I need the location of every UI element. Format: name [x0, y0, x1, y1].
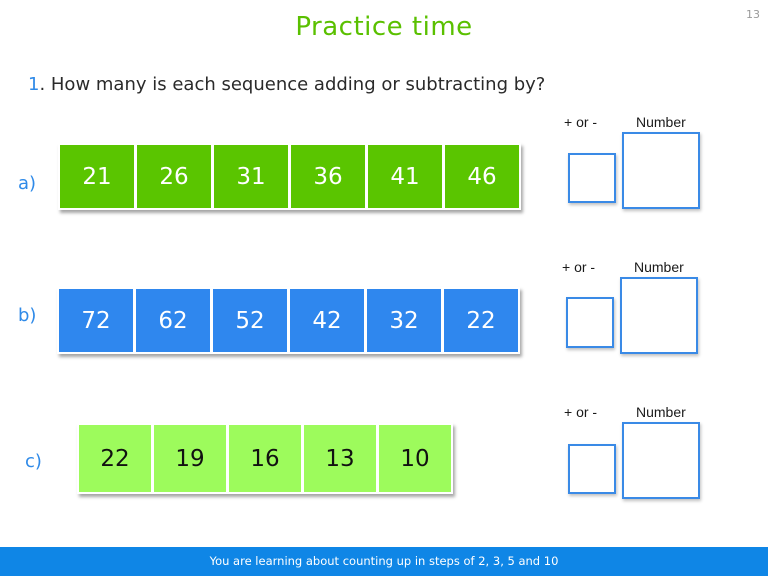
row-label-a: a) [18, 173, 37, 194]
number-answer-box-b[interactable] [620, 277, 698, 354]
sequence-cell: 41 [368, 145, 442, 208]
sequence-cell: 16 [229, 425, 301, 492]
question-text: . How many is each sequence adding or su… [39, 74, 546, 95]
number-label-c: Number [636, 404, 686, 420]
sequence-cell: 46 [445, 145, 519, 208]
sign-label-c: + or - [564, 404, 598, 420]
sign-answer-box-a[interactable] [568, 153, 616, 203]
row-label-c: c) [25, 451, 42, 472]
sign-answer-box-b[interactable] [566, 297, 614, 348]
question-prompt: 1. How many is each sequence adding or s… [28, 74, 545, 95]
sequence-cell: 13 [304, 425, 376, 492]
sign-answer-box-c[interactable] [568, 444, 616, 494]
page-number: 13 [746, 8, 760, 21]
sign-label-b: + or - [562, 259, 596, 275]
learning-objective-banner: You are learning about counting up in st… [0, 547, 768, 576]
sequence-cell: 31 [214, 145, 288, 208]
question-number: 1 [28, 74, 40, 95]
sequence-a: 21 26 31 36 41 46 [58, 143, 521, 210]
sequence-cell: 10 [379, 425, 451, 492]
sequence-cell: 19 [154, 425, 226, 492]
sequence-cell: 62 [136, 289, 210, 352]
number-label-a: Number [636, 114, 686, 130]
sequence-cell: 22 [79, 425, 151, 492]
number-answer-box-a[interactable] [622, 132, 700, 209]
slide-title: Practice time [295, 12, 473, 42]
sign-label-a: + or - [564, 114, 598, 130]
sequence-cell: 72 [59, 289, 133, 352]
sequence-cell: 22 [444, 289, 518, 352]
sequence-b: 72 62 52 42 32 22 [57, 287, 520, 354]
number-answer-box-c[interactable] [622, 422, 700, 499]
sequence-c: 22 19 16 13 10 [77, 423, 453, 494]
row-label-b: b) [18, 305, 37, 326]
sequence-cell: 42 [290, 289, 364, 352]
sequence-cell: 52 [213, 289, 287, 352]
sequence-cell: 36 [291, 145, 365, 208]
sequence-cell: 32 [367, 289, 441, 352]
sequence-cell: 21 [60, 145, 134, 208]
number-label-b: Number [634, 259, 684, 275]
sequence-cell: 26 [137, 145, 211, 208]
